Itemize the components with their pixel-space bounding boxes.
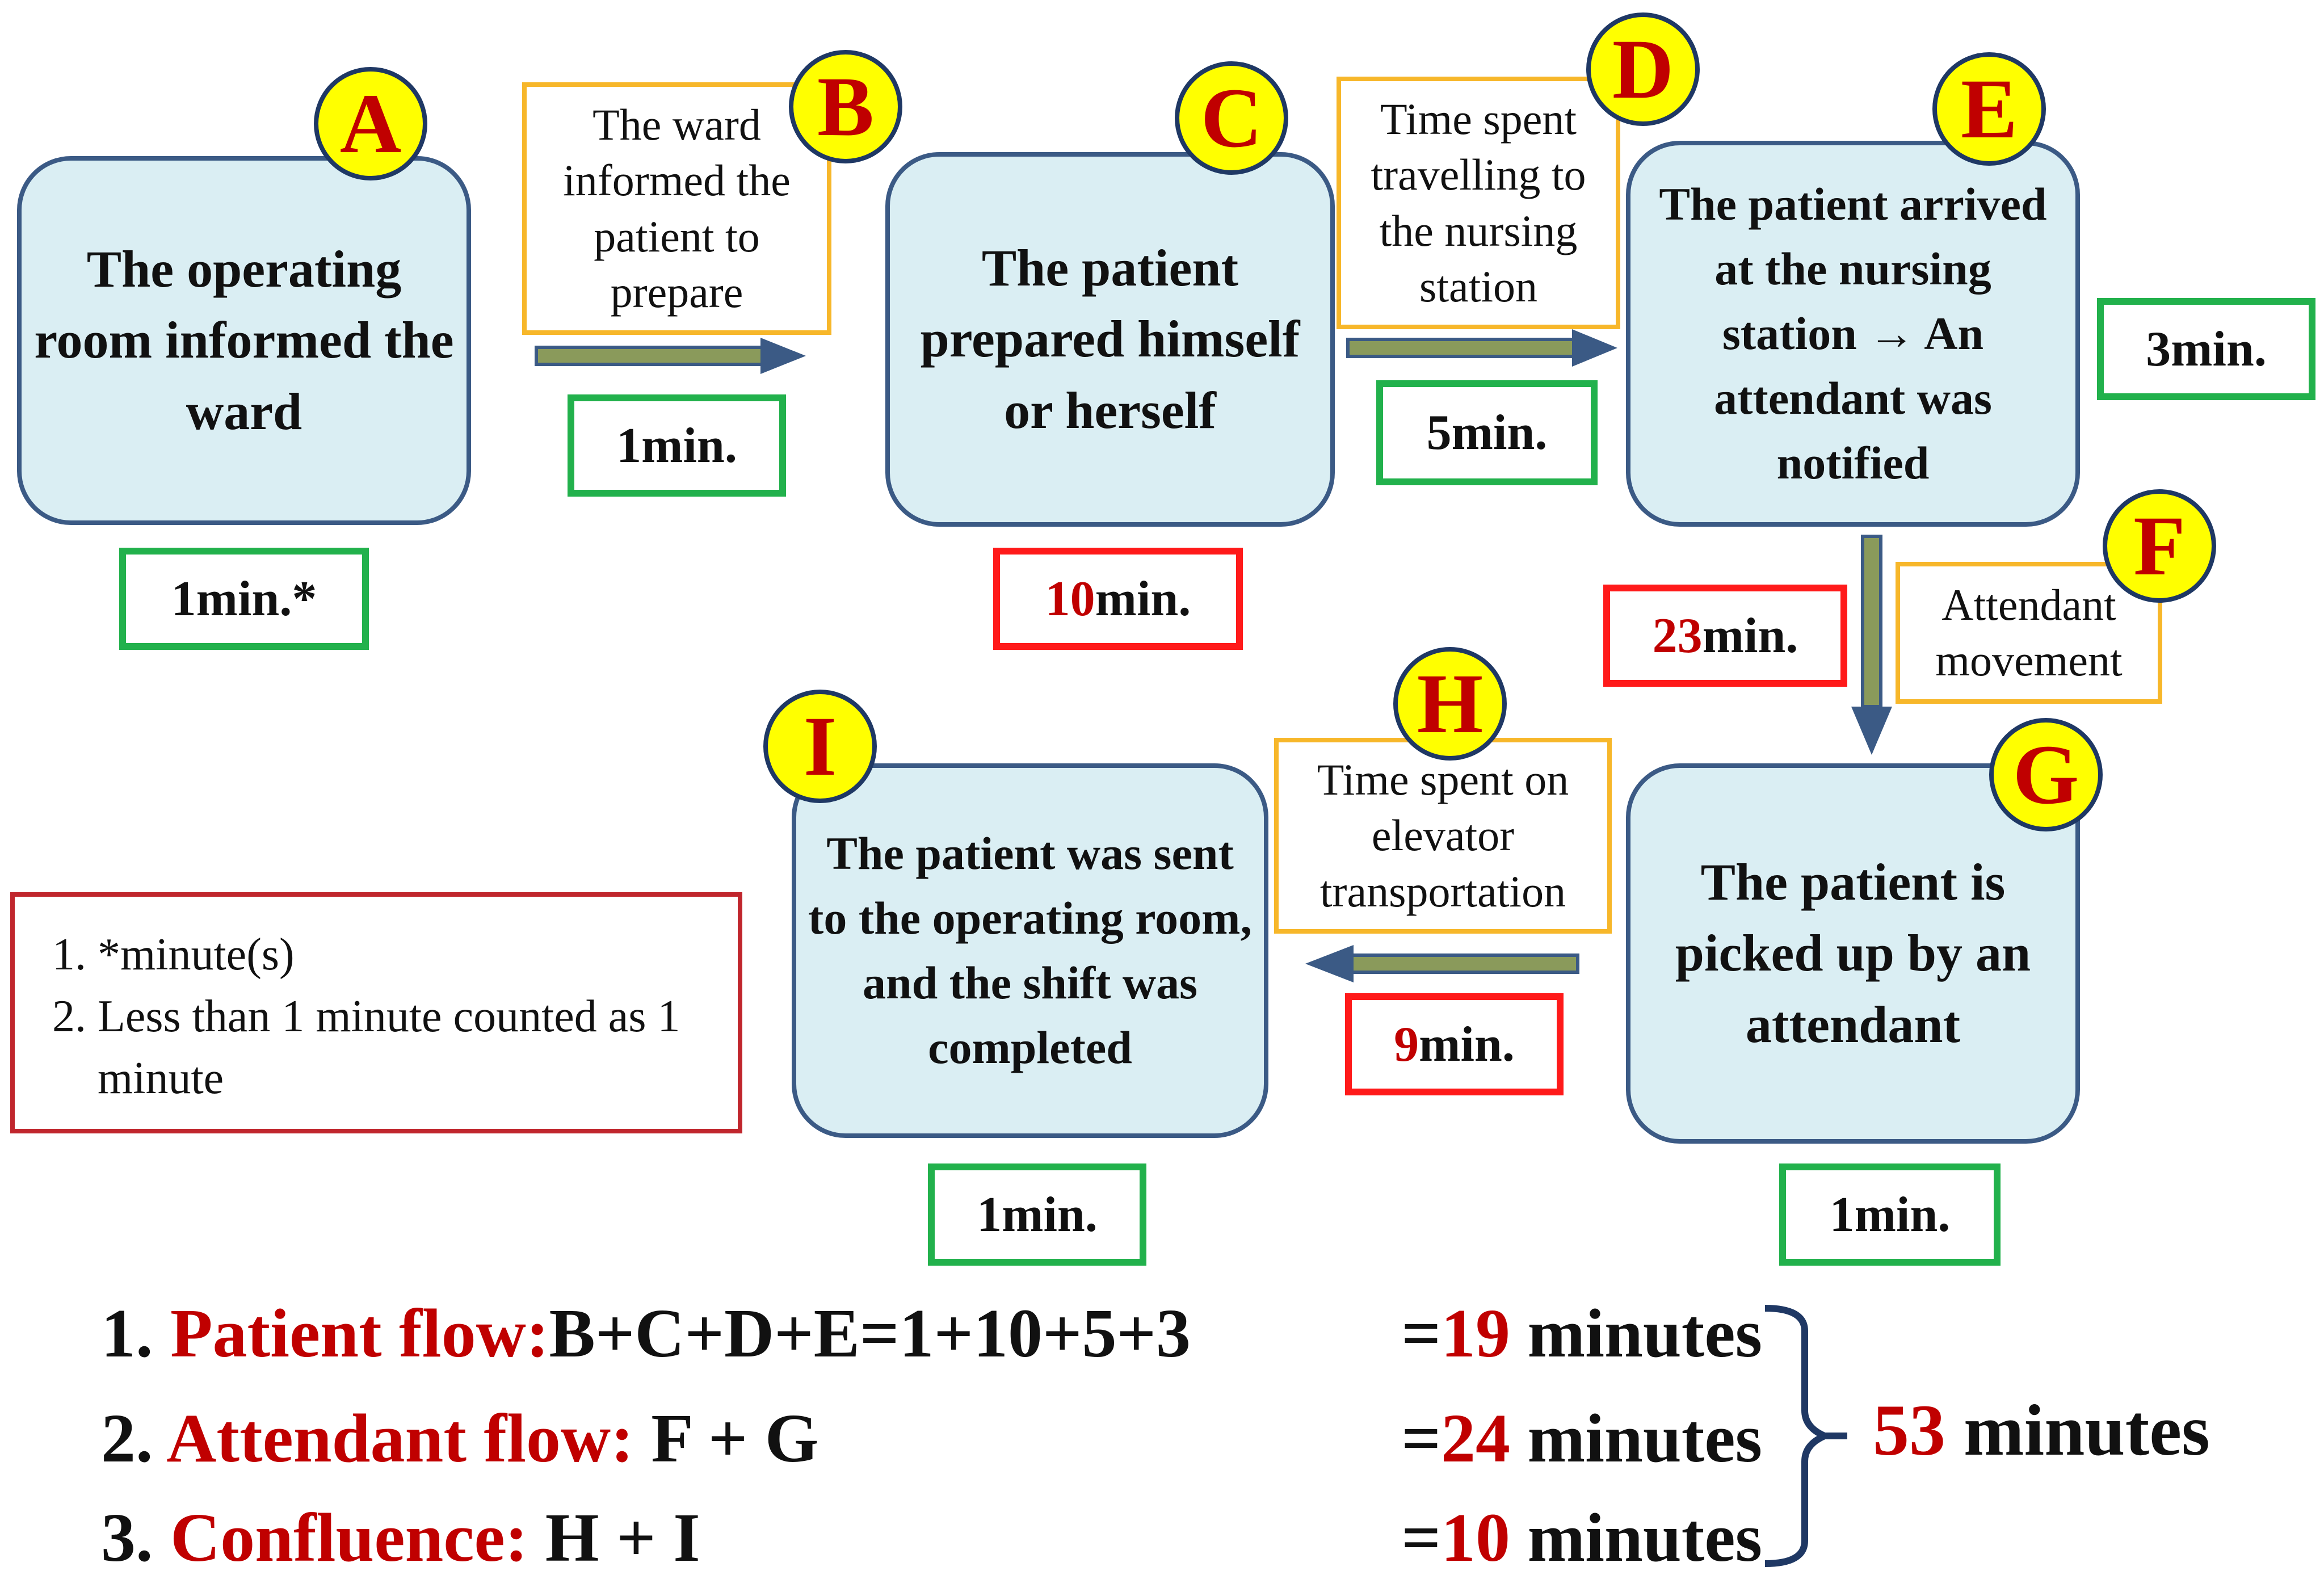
transition-f-note: Attendant movement (1896, 562, 2162, 704)
time-d: 5 min. (1376, 380, 1598, 485)
time-d-unit: min. (1451, 405, 1548, 460)
time-f: 23 min. (1603, 585, 1847, 687)
formula-attendant-flow: 2. Attendant flow: F + G (101, 1391, 819, 1487)
transition-h-note: Time spent on elevator transportation (1274, 738, 1612, 934)
badge-d: D (1586, 12, 1700, 126)
time-c-value: 10 (1045, 571, 1095, 627)
result-value: 24 (1441, 1400, 1511, 1477)
formula-patient-flow: 1. Patient flow:B+C+D+E=1+10+5+3 (101, 1286, 1191, 1382)
result-eq: = (1401, 1295, 1442, 1372)
badge-g: G (1989, 718, 2103, 831)
arrow-f (1851, 535, 1892, 755)
arrow-b (535, 338, 806, 374)
formula-label: Patient flow (170, 1295, 526, 1372)
transition-b-note: The ward informed the patient to prepare (522, 82, 831, 335)
legend-item: *minute(s) (98, 924, 738, 986)
time-f-value: 23 (1652, 608, 1703, 663)
time-b: 1 min. (568, 394, 786, 497)
formula-confluence: 3. Confluence: H + I (101, 1490, 700, 1586)
formula-number: 3. (101, 1499, 153, 1576)
total-bracket (1764, 1305, 1834, 1567)
result-patient-flow: =19 minutes (1401, 1286, 1762, 1382)
result-value: 10 (1441, 1499, 1511, 1576)
time-g-value: 1 (1829, 1187, 1855, 1242)
time-h-value: 9 (1394, 1016, 1419, 1072)
step-c: The patient prepared himself or herself (885, 152, 1335, 527)
transition-h-text: Time spent on elevator transportation (1317, 755, 1569, 916)
time-a-unit: min.* (196, 571, 317, 627)
step-a: The operating room informed the ward (17, 156, 471, 525)
formula-label: Confluence (170, 1499, 505, 1576)
step-g-text: The patient is picked up by an attendant (1675, 853, 2031, 1053)
formula-colon: : (526, 1295, 549, 1372)
time-f-unit: min. (1702, 608, 1798, 663)
badge-c: C (1175, 61, 1288, 175)
time-e: 3 min. (2097, 298, 2315, 400)
badge-i: I (763, 690, 877, 803)
step-i: The patient was sent to the operating ro… (792, 763, 1268, 1138)
result-unit: minutes (1510, 1295, 1762, 1372)
formula-label: Attendant flow (166, 1400, 611, 1477)
time-g: 1 min. (1779, 1163, 2001, 1266)
time-g-unit: min. (1854, 1187, 1951, 1242)
time-a-value: 1 (171, 571, 196, 627)
result-unit: minutes (1510, 1400, 1762, 1477)
step-i-text: The patient was sent to the operating ro… (808, 827, 1252, 1073)
total-unit: minutes (1945, 1390, 2210, 1471)
time-c-unit: min. (1095, 571, 1191, 627)
step-c-text: The patient prepared himself or herself (920, 239, 1300, 439)
formula-number: 2. (101, 1400, 153, 1477)
formula-expression: F + G (651, 1400, 819, 1477)
time-i-value: 1 (977, 1187, 1002, 1242)
result-unit: minutes (1510, 1499, 1762, 1576)
time-b-unit: min. (641, 418, 737, 473)
result-eq: = (1401, 1400, 1442, 1477)
badge-f: F (2103, 489, 2216, 603)
formula-expression: B+C+D+E=1+10+5+3 (549, 1295, 1191, 1372)
badge-h: H (1393, 647, 1507, 761)
time-a: 1 min.* (119, 548, 369, 650)
result-confluence: =10 minutes (1401, 1490, 1762, 1586)
legend-item: Less than 1 minute counted as 1 minute (98, 986, 738, 1110)
time-h-unit: min. (1419, 1016, 1515, 1072)
total-time: 53 minutes (1873, 1382, 2210, 1478)
step-e-text: The patient arrived at the nursing stati… (1659, 178, 2047, 489)
formula-expression: H + I (545, 1499, 700, 1576)
time-h: 9 min. (1345, 993, 1564, 1095)
time-e-unit: min. (2171, 321, 2267, 377)
step-a-text: The operating room informed the ward (34, 240, 454, 440)
badge-b: B (789, 50, 902, 163)
step-e: The patient arrived at the nursing stati… (1626, 141, 2080, 527)
formula-number: 1. (101, 1295, 153, 1372)
legend-list: *minute(s) Less than 1 minute counted as… (42, 924, 738, 1109)
arrow-d (1346, 329, 1617, 367)
formula-colon: : (505, 1499, 528, 1576)
arrow-h (1305, 945, 1579, 982)
formula-colon: : (611, 1400, 634, 1477)
legend-box: *minute(s) Less than 1 minute counted as… (10, 892, 742, 1133)
time-e-value: 3 (2146, 321, 2171, 377)
transition-b-text: The ward informed the patient to prepare (563, 99, 791, 317)
time-i: 1 min. (928, 1163, 1146, 1266)
transition-d-note: Time spent travelling to the nursing sta… (1337, 77, 1620, 329)
time-b-value: 1 (616, 418, 642, 473)
time-i-unit: min. (1002, 1187, 1098, 1242)
total-value: 53 (1873, 1390, 1945, 1471)
result-attendant-flow: =24 minutes (1401, 1391, 1762, 1487)
transition-d-text: Time spent travelling to the nursing sta… (1371, 94, 1586, 311)
result-eq: = (1401, 1499, 1442, 1576)
result-value: 19 (1441, 1295, 1511, 1372)
time-d-value: 5 (1426, 405, 1452, 460)
transition-f-text: Attendant movement (1935, 579, 2123, 685)
step-g: The patient is picked up by an attendant (1626, 763, 2080, 1144)
badge-e: E (1932, 52, 2046, 166)
badge-a: A (314, 67, 427, 180)
time-c: 10 min. (993, 548, 1243, 650)
